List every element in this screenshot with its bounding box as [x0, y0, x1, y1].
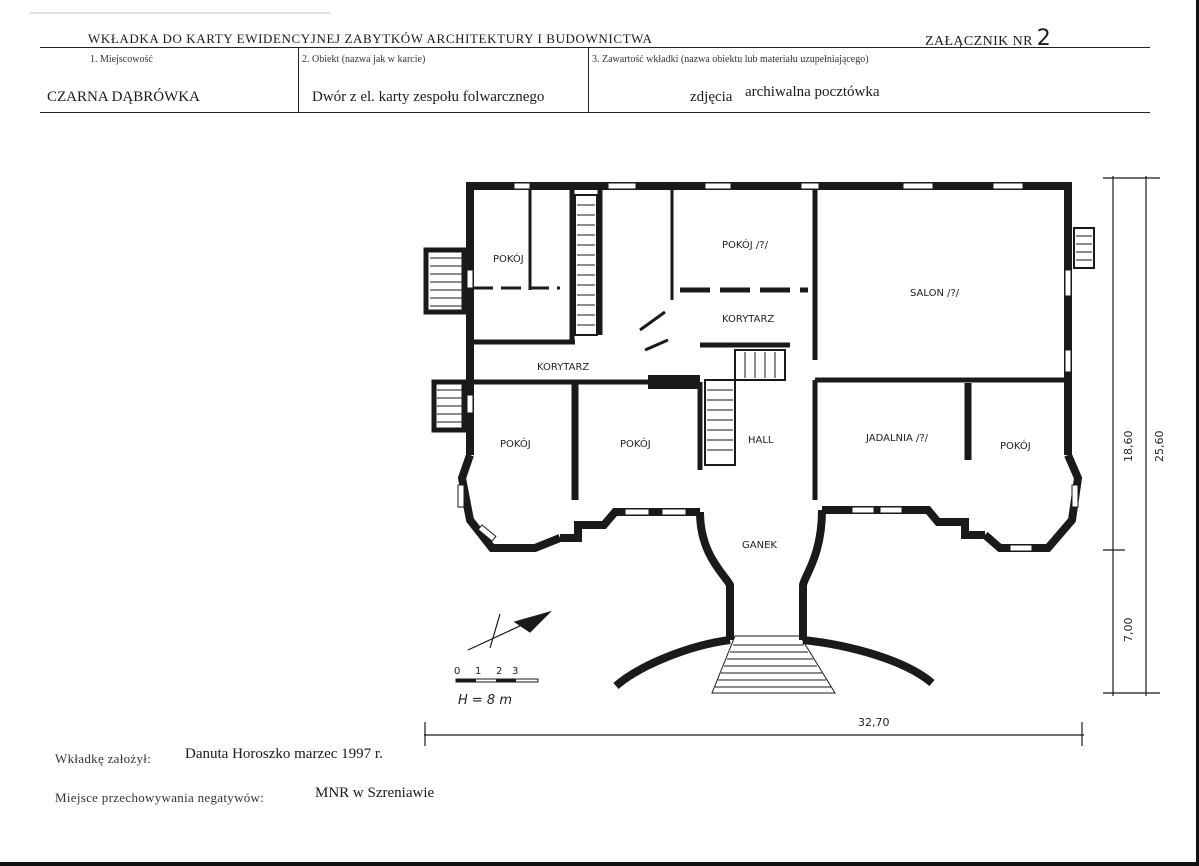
label-pokoj-se: POKÓJ [1000, 439, 1031, 452]
porch-west-arc [613, 636, 731, 690]
header-divider-1 [298, 47, 299, 113]
locality-label: 1. Miejscowość [90, 54, 153, 65]
dim-7-00: 7,00 [1122, 618, 1135, 643]
porch-east-wall [799, 509, 826, 640]
west-bay-wall [457, 453, 562, 552]
object-value: Dwór z el. karty zespołu folwarcznego [312, 89, 545, 105]
label-pokoj-n: POKÓJ /?/ [722, 238, 769, 251]
dim-25-60: 25,60 [1153, 431, 1166, 463]
label-pokoj-s: POKÓJ [620, 437, 651, 450]
form-title: WKŁADKA DO KARTY EWIDENCYJNEJ ZABYTKÓW A… [88, 31, 653, 46]
label-jadalnia: JADALNIA /?/ [865, 433, 929, 444]
dim-32-70: 32,70 [858, 716, 890, 729]
scale-note: H = 8 m [458, 693, 512, 708]
header-rule-top [40, 47, 1150, 48]
label-salon: SALON /?/ [910, 288, 960, 299]
stair-treads [430, 204, 1092, 451]
north-arrow [467, 610, 553, 651]
east-bay-wall [982, 453, 1083, 552]
label-pokoj-nw: POKÓJ [493, 252, 524, 265]
label-ganek: GANEK [742, 540, 777, 551]
scale-tick-3: 3 [512, 666, 518, 677]
content-label: 3. Zawartość wkładki (nazwa obiektu lub … [592, 54, 869, 65]
outer-walls [457, 182, 1083, 552]
scan-border-bottom [0, 862, 1199, 866]
dim-18-60: 18,60 [1122, 431, 1135, 463]
porch-west-wall [696, 511, 734, 640]
content-value-postcard: archiwalna pocztówka [745, 84, 880, 100]
header-rule-bottom [40, 112, 1150, 113]
porch [613, 509, 935, 690]
header-divider-2 [588, 47, 589, 113]
label-pokoj-sw: POKÓJ [500, 437, 531, 450]
label-hall: HALL [748, 435, 774, 446]
windows [457, 182, 1079, 552]
label-korytarz-w: KORYTARZ [537, 362, 589, 373]
scan-speck [30, 12, 330, 14]
negatives-label: Miejsce przechowywania negatywów: [55, 790, 265, 805]
porch-east-arc [802, 636, 935, 687]
label-korytarz-n: KORYTARZ [722, 314, 774, 325]
annex-label: ZAŁĄCZNIK NR 2 [925, 26, 1051, 51]
annex-number: 2 [1036, 26, 1052, 51]
dimension-lines [424, 176, 1160, 746]
porch-steps [711, 635, 836, 694]
negatives-value: MNR w Szreniawie [315, 785, 435, 801]
annex-text: ZAŁĄCZNIK NR [925, 34, 1033, 49]
scan-border-right [1196, 0, 1199, 866]
scale-bar: 0 1 2 3 H = 8 m [454, 666, 539, 708]
interior-walls [473, 189, 1065, 500]
object-label: 2. Obiekt (nazwa jak w karcie) [302, 54, 426, 65]
content-value-photos: zdjęcia [690, 89, 733, 105]
south-east-wall [822, 506, 985, 539]
stairs [423, 194, 1095, 466]
scale-tick-2: 2 [496, 666, 502, 677]
locality-value: CZARNA DĄBRÓWKA [47, 89, 200, 105]
south-west-wall [560, 508, 700, 542]
scale-tick-1: 1 [475, 666, 481, 677]
scale-tick-0: 0 [454, 666, 460, 677]
author-value: Danuta Horoszko marzec 1997 r. [185, 746, 383, 762]
author-label: Wkładkę założył: [55, 751, 152, 766]
